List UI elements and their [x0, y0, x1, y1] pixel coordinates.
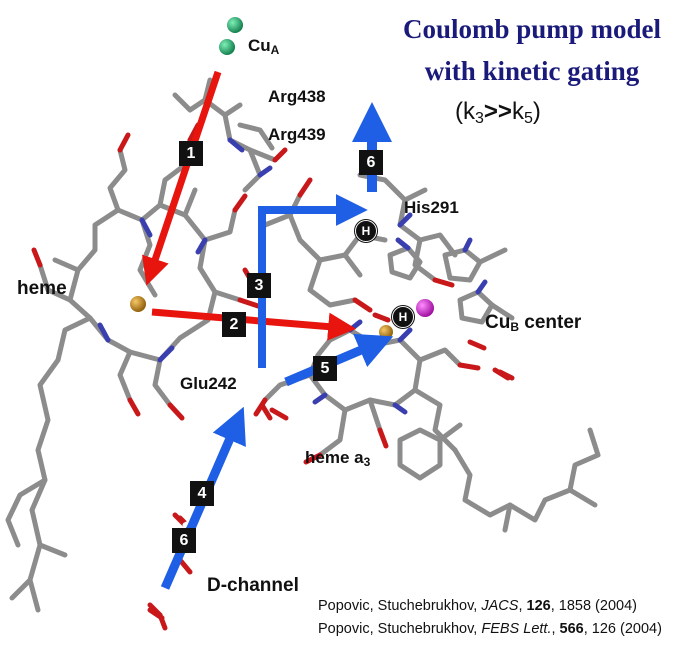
label-heme-a3: heme a3 [305, 448, 370, 469]
ref2-rest: , 126 (2004) [583, 621, 662, 637]
ref1-rest: , 1858 (2004) [550, 598, 637, 614]
proton-arrows [160, 102, 394, 590]
label-cub-sub: B [510, 320, 519, 334]
label-his291: His291 [404, 198, 459, 217]
step-box-5: 5 [313, 356, 337, 381]
label-cub-tail: center [519, 312, 582, 333]
reference-1: Popovic, Stuchebrukhov, JACS, 126, 1858 … [318, 598, 637, 614]
ref1-journal: JACS [481, 598, 519, 614]
step-box-6-bottom: 6 [172, 528, 196, 553]
ref2-sep: , [551, 621, 560, 637]
reference-2: Popovic, Stuchebrukhov, FEBS Lett., 566,… [318, 621, 662, 637]
ref2-volume: 566 [559, 621, 584, 637]
nitrogen-atoms [97, 137, 488, 415]
kg-open: ( [455, 98, 463, 125]
step-box-6-top: 6 [359, 150, 383, 175]
heme-a3-structure [262, 172, 601, 533]
diagram-title-line2: with kinetic gating [424, 56, 640, 86]
ref1-authors: Popovic, Stuchebrukhov, [318, 598, 482, 614]
kg-close: ) [532, 98, 541, 125]
kg-op: >> [483, 98, 512, 125]
proton-arrow-step3 [258, 194, 368, 368]
kg-k-b: k [511, 98, 524, 125]
ref1-volume: 126 [526, 598, 551, 614]
label-arg438: Arg438 [268, 87, 326, 106]
heme-a3-iron [379, 325, 393, 339]
step-box-1: 1 [179, 141, 203, 166]
kinetic-gating-condition: (k3>>k5) [455, 98, 541, 128]
label-cub-main: Cu [485, 312, 511, 333]
ref2-journal: FEBS Lett. [481, 621, 552, 637]
kg-sub-b: 5 [523, 110, 533, 127]
ref2-authors: Popovic, Stuchebrukhov, [318, 621, 482, 637]
electron-arrow-step2 [151, 308, 357, 341]
label-cub-center: CuB center [485, 312, 581, 334]
kg-k-a: k [463, 98, 475, 125]
kg-sub-a: 3 [475, 110, 484, 127]
label-heme-a3-sub: 3 [363, 455, 371, 469]
step-box-2: 2 [222, 312, 246, 337]
label-arg439: Arg439 [268, 125, 326, 144]
label-heme: heme [17, 278, 67, 299]
step-box-4: 4 [190, 481, 214, 506]
label-cua: CuA [248, 36, 279, 57]
water-molecules [147, 312, 515, 631]
label-cua-sub: A [270, 43, 280, 57]
cub-atom [416, 299, 434, 317]
heme-a-iron [130, 296, 146, 312]
ref1-sep: , [518, 598, 527, 614]
cua-atom-2 [219, 39, 235, 55]
label-d-channel: D-channel [207, 575, 299, 596]
proton-marker-his291: H [355, 220, 377, 242]
cua-atom-1 [227, 17, 243, 33]
electron-arrows [142, 70, 357, 341]
label-cua-main: Cu [248, 36, 271, 55]
electron-arrow-step1 [142, 70, 222, 286]
step-box-3: 3 [247, 273, 271, 298]
proton-marker-cub: H [392, 306, 414, 328]
label-glu242: Glu242 [180, 374, 237, 393]
diagram-title-line1: Coulomb pump model [402, 14, 662, 44]
label-heme-a3-main: heme a [305, 448, 364, 467]
